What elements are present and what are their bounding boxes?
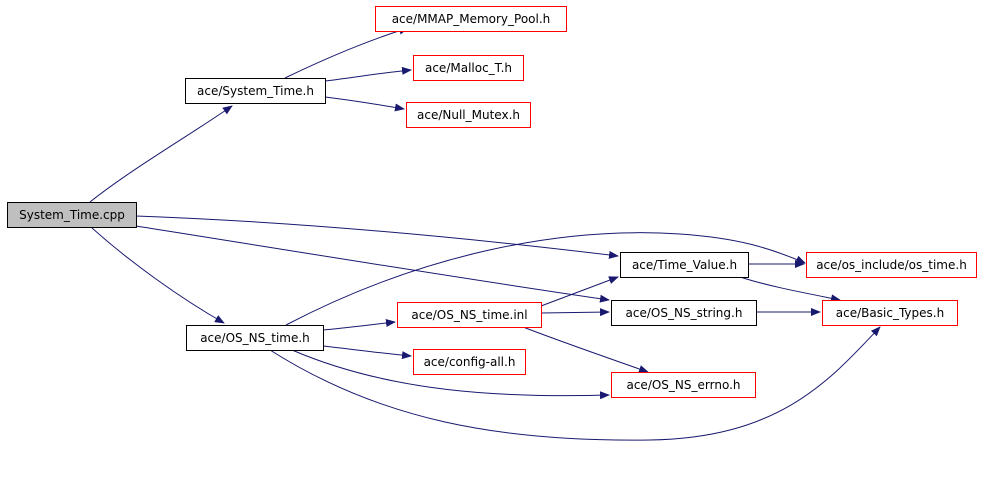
edge-os-ns-time-inl-to-os-ns-errno-h [522, 326, 649, 373]
edge-os-ns-time-h-to-os-time-h [285, 232, 806, 326]
node-null-mutex-h[interactable]: ace/Null_Mutex.h [406, 102, 531, 128]
node-box [397, 302, 542, 328]
edge-time-value-h-to-basic-types-h [739, 276, 841, 303]
node-box [406, 102, 531, 128]
node-system-time-h[interactable]: ace/System_Time.h [185, 78, 326, 104]
edge-os-ns-time-h-to-os-ns-time-inl [322, 319, 396, 331]
node-label: ace/Null_Mutex.h [417, 108, 520, 122]
node-mmap-memory-pool-h[interactable]: ace/MMAP_Memory_Pool.h [375, 6, 567, 32]
edge-os-ns-time-h-to-config-all-h [322, 345, 412, 360]
edge-os-ns-time-inl-to-time-value-h [540, 276, 619, 307]
node-label: ace/Basic_Types.h [836, 306, 944, 320]
node-box [806, 252, 977, 278]
node-os-ns-string-h[interactable]: ace/OS_NS_string.h [611, 300, 757, 326]
edge-os-ns-time-h-to-basic-types-h [269, 326, 881, 441]
node-label: ace/OS_NS_time.inl [411, 308, 527, 322]
node-label: ace/MMAP_Memory_Pool.h [392, 12, 551, 26]
edge-system-time-h-to-mmap-memory-pool-h [284, 26, 409, 79]
node-time-value-h[interactable]: ace/Time_Value.h [620, 252, 749, 278]
node-os-ns-errno-h[interactable]: ace/OS_NS_errno.h [611, 372, 756, 398]
node-label: System_Time.cpp [19, 208, 125, 222]
node-os-ns-time-inl[interactable]: ace/OS_NS_time.inl [397, 302, 542, 328]
node-box [611, 300, 757, 326]
node-box [413, 349, 526, 375]
edge-os-ns-time-h-to-os-ns-errno-h [291, 349, 610, 400]
edge-system-time-h-to-malloc-t-h [324, 66, 412, 82]
node-box [375, 6, 567, 32]
node-label: ace/os_include/os_time.h [816, 258, 967, 272]
nodes-layer: System_Time.cpp ace/System_Time.h ace/MMAP… [7, 6, 977, 398]
edge-system-time-h-to-null-mutex-h [324, 96, 405, 112]
node-box [822, 300, 958, 326]
edge-os-ns-time-inl-to-os-ns-string-h [540, 308, 610, 317]
node-basic-types-h[interactable]: ace/Basic_Types.h [822, 300, 958, 326]
node-malloc-t-h[interactable]: ace/Malloc_T.h [413, 55, 524, 81]
node-box [413, 55, 524, 81]
node-label: ace/OS_NS_errno.h [626, 378, 740, 392]
node-label: ace/OS_NS_string.h [626, 306, 743, 320]
node-config-all-h[interactable]: ace/config-all.h [413, 349, 526, 375]
node-box [7, 202, 137, 228]
node-box [611, 372, 756, 398]
edge-system-time-cpp-to-os-ns-string-h [135, 225, 610, 303]
node-label: ace/System_Time.h [197, 84, 314, 98]
edges-layer [89, 26, 881, 441]
node-system-time-cpp[interactable]: System_Time.cpp [7, 202, 137, 228]
node-label: ace/Time_Value.h [632, 258, 737, 272]
node-box [186, 325, 324, 351]
node-label: ace/Malloc_T.h [425, 61, 512, 75]
node-os-time-h[interactable]: ace/os_include/os_time.h [806, 252, 977, 278]
node-label: ace/OS_NS_time.h [200, 331, 310, 345]
edge-system-time-cpp-to-time-value-h [135, 215, 619, 259]
node-box [185, 78, 326, 104]
node-os-ns-time-h[interactable]: ace/OS_NS_time.h [186, 325, 324, 351]
edge-system-time-cpp-to-system-time-h [89, 105, 233, 203]
node-box [620, 252, 749, 278]
edge-system-time-cpp-to-os-ns-time-h [91, 227, 225, 324]
node-label: ace/config-all.h [424, 355, 516, 369]
